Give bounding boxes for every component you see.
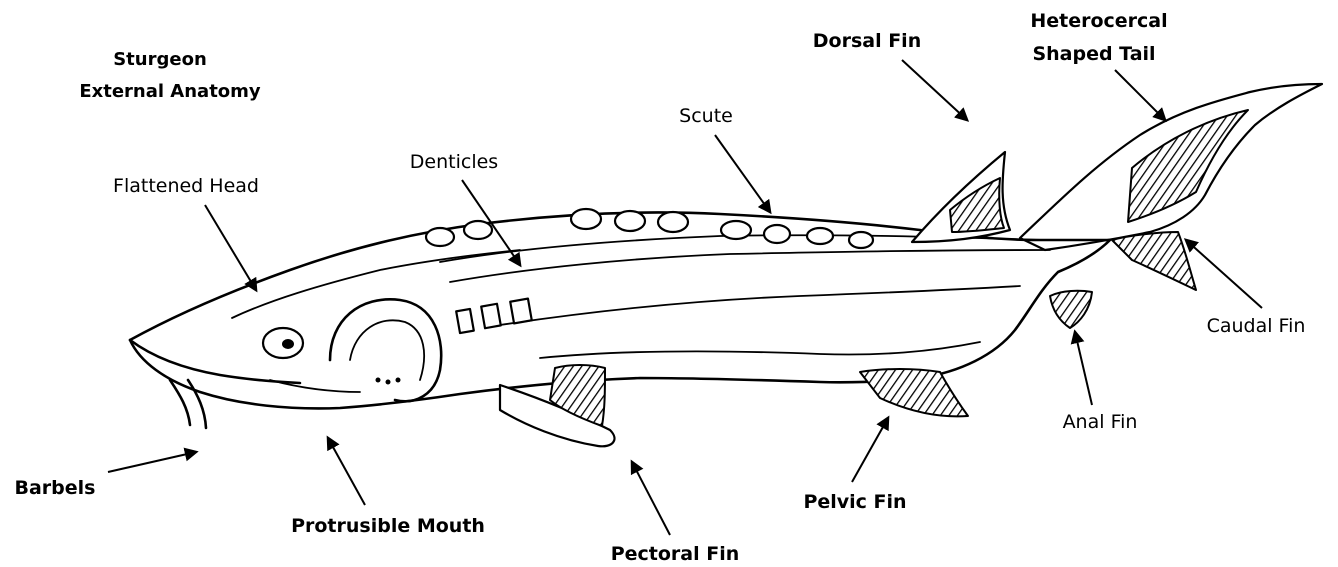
arrow-flattened-head [205,205,256,290]
head-ridge [232,250,520,318]
diagram-title-line2: External Anatomy [79,81,261,102]
label-pectoral-fin: Pectoral Fin [611,543,740,565]
label-protrusible-mouth: Protrusible Mouth [291,515,485,537]
lateral-scute-line [500,286,1020,325]
arrow-protrusible-mouth [328,438,365,505]
label-anal-fin: Anal Fin [1063,411,1138,433]
label-heterocercal-line1: Heterocercal [1030,10,1167,32]
mouth-dots [376,378,401,385]
eye [263,328,303,358]
label-denticles: Denticles [410,151,498,173]
arrow-anal-fin [1075,332,1092,405]
label-flattened-head: Flattened Head [113,175,259,197]
label-dorsal-fin: Dorsal Fin [813,30,921,52]
label-caudal-fin: Caudal Fin [1207,315,1306,337]
arrow-caudal-fin [1186,240,1262,308]
label-scute: Scute [679,105,733,127]
pelvic-fin-shape [860,369,968,416]
lateral-scutes [456,299,532,333]
arrow-pectoral-fin [632,462,670,535]
barbel-2 [188,380,206,428]
arrow-pelvic-fin [852,418,888,482]
arrow-heterocercal [1115,70,1165,120]
sturgeon-illustration [130,84,1322,446]
label-heterocercal-line2: Shaped Tail [1032,43,1155,65]
anal-fin-shape [1050,291,1092,328]
label-barbels: Barbels [15,477,96,499]
belly-line [540,342,980,358]
label-pelvic-fin: Pelvic Fin [803,491,906,513]
arrow-dorsal-fin [902,60,967,120]
caudal-fin-shape [1112,232,1196,290]
diagram-title-line1: Sturgeon [113,49,207,70]
gill-inner [350,320,424,380]
dorsal-scutes [426,209,873,248]
denticle-ridge-lower [450,250,1050,282]
arrow-barbels [108,452,196,472]
arrow-scute [715,135,770,212]
